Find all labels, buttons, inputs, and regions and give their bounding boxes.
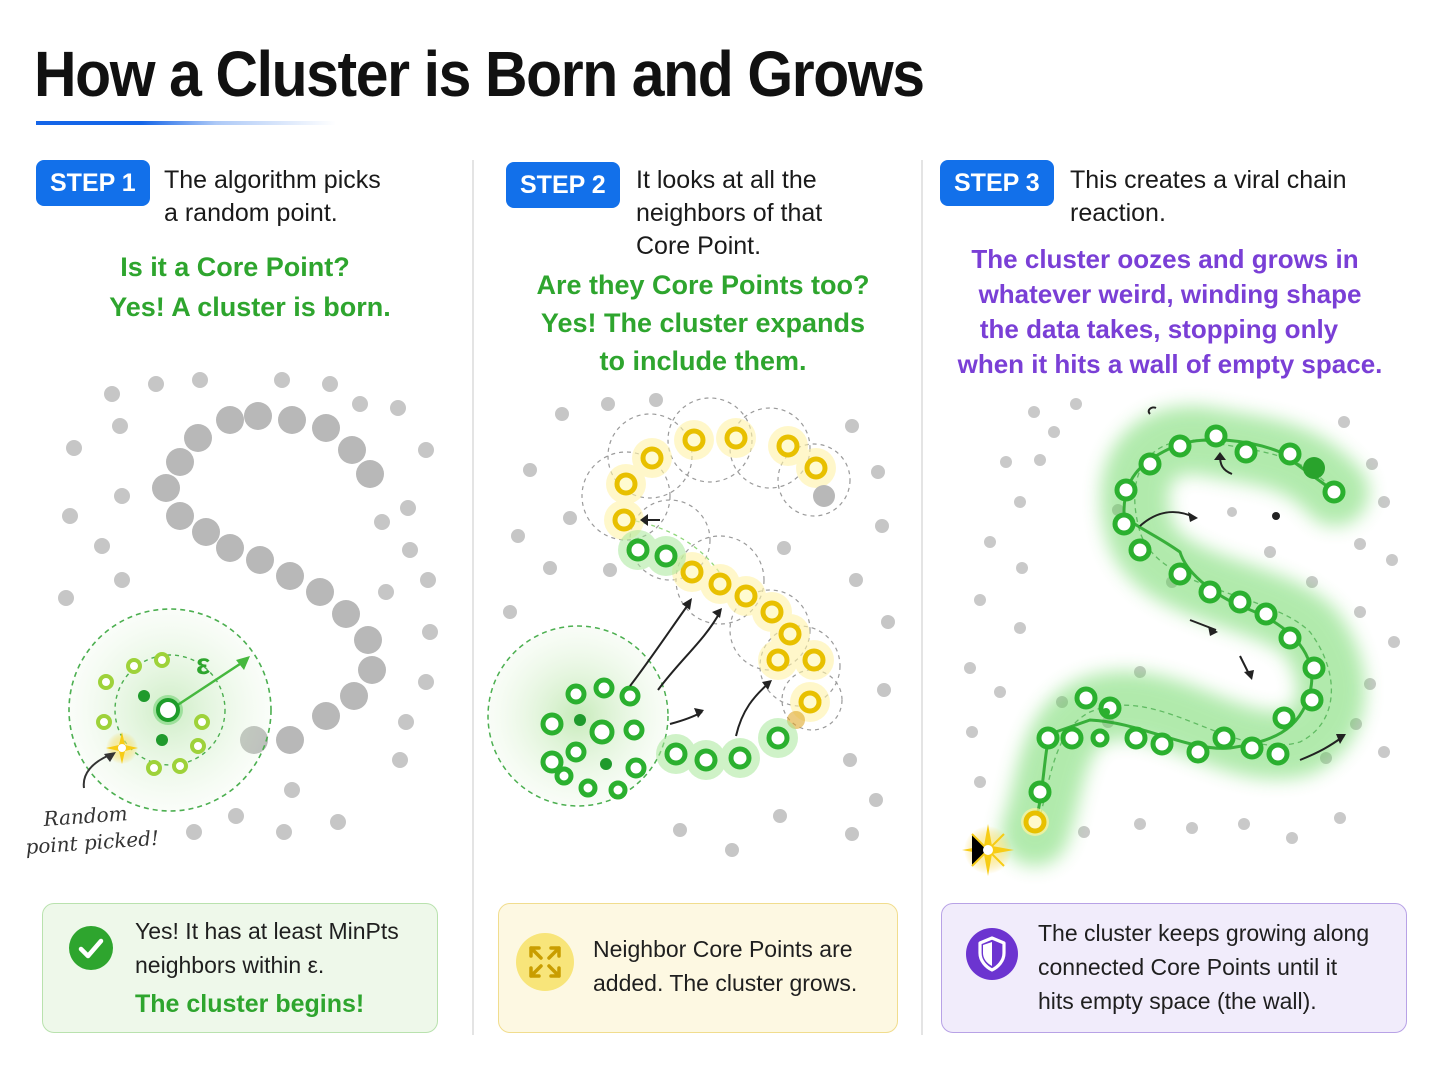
summary-line: Neighbor Core Points are bbox=[593, 936, 853, 962]
step-2-description-line: neighbors of that bbox=[636, 199, 823, 227]
epsilon-label: ε bbox=[196, 648, 210, 681]
epsilon-radius-line bbox=[169, 658, 247, 712]
summary-line: Yes! It has at least MinPts bbox=[135, 918, 399, 944]
column-divider bbox=[472, 160, 474, 1035]
column-divider bbox=[921, 160, 923, 1035]
random-point-annotation: Random bbox=[42, 801, 129, 831]
step-1-description-line: The algorithm picks bbox=[164, 166, 381, 194]
noise-points bbox=[58, 372, 438, 840]
step-3-diagram bbox=[962, 398, 1400, 876]
step-3-description: This creates a viral chain reaction. bbox=[1070, 164, 1347, 230]
neighbor-point-filled bbox=[156, 734, 168, 746]
step-3-question-line: whatever weird, winding shape bbox=[978, 279, 1362, 309]
page-title: How a Cluster is Born and Grows bbox=[34, 38, 925, 110]
step-3-summary-box: The cluster keeps growing along connecte… bbox=[941, 903, 1407, 1033]
expand-arrows-icon bbox=[516, 933, 574, 991]
title-underline bbox=[36, 121, 336, 125]
step-1-summary-box: Yes! It has at least MinPts neighbors wi… bbox=[42, 903, 438, 1033]
step-3-summary-text: The cluster keeps growing along connecte… bbox=[1038, 916, 1369, 1018]
step-2-question-line: Are they Core Points too? bbox=[536, 270, 870, 300]
step-1-summary-text: Yes! It has at least MinPts neighbors wi… bbox=[135, 914, 399, 982]
start-point bbox=[1023, 810, 1047, 834]
step-1-badge: STEP 1 bbox=[36, 160, 150, 206]
summary-line: added. The cluster grows. bbox=[593, 970, 858, 996]
expanding-core-points bbox=[612, 426, 828, 714]
step-1-description-line: a random point. bbox=[164, 199, 338, 227]
step-1-question-line: Yes! A cluster is born. bbox=[109, 292, 391, 322]
step-2-description: It looks at all the neighbors of that Co… bbox=[636, 164, 822, 263]
step-1-diagram: ε Random point picked! bbox=[25, 372, 438, 859]
core-point bbox=[156, 698, 180, 722]
cluster-core-points bbox=[540, 538, 790, 800]
neighbor-points bbox=[96, 652, 210, 776]
step-2-question-line: to include them. bbox=[599, 346, 807, 376]
shield-icon bbox=[966, 928, 1018, 980]
end-point bbox=[1303, 457, 1325, 479]
neighbor-point-filled bbox=[138, 690, 150, 702]
summary-line: hits empty space (the wall). bbox=[1038, 988, 1317, 1014]
step-1-question: Is it a Core Point? Yes! A cluster is bo… bbox=[60, 248, 440, 326]
step-3-question-line: the data takes, stopping only bbox=[979, 314, 1339, 344]
step-1-summary-emphasis: The cluster begins! bbox=[135, 990, 365, 1018]
step-2-badge: STEP 2 bbox=[506, 162, 620, 208]
epsilon-inner-circle bbox=[114, 654, 226, 766]
step-2-diagram bbox=[487, 393, 895, 857]
step-2-summary-text: Neighbor Core Points are added. The clus… bbox=[593, 932, 857, 1000]
step-2-question-line: Yes! The cluster expands bbox=[540, 308, 866, 338]
check-circle-icon bbox=[69, 926, 113, 970]
step-1-question-line: Is it a Core Point? bbox=[120, 252, 350, 282]
step-3-question-line: when it hits a wall of empty space. bbox=[957, 349, 1383, 379]
step-2-summary-box: Neighbor Core Points are added. The clus… bbox=[498, 903, 898, 1033]
summary-line: connected Core Points until it bbox=[1038, 954, 1338, 980]
summary-line: neighbors within ε. bbox=[135, 952, 325, 978]
summary-line: The cluster keeps growing along bbox=[1038, 920, 1370, 946]
step-3-badge: STEP 3 bbox=[940, 160, 1054, 206]
noise-points bbox=[503, 393, 895, 857]
cluster-chain-points bbox=[1028, 424, 1346, 804]
step-1-description: The algorithm picks a random point. bbox=[164, 164, 381, 230]
start-sparkle-icon bbox=[962, 824, 1014, 876]
step-2-description-line: It looks at all the bbox=[636, 166, 817, 194]
step-3-description-line: This creates a viral chain bbox=[1070, 166, 1347, 194]
step-2-description-line: Core Point. bbox=[636, 232, 762, 260]
step-3-question-line: The cluster oozes and grows in bbox=[971, 244, 1359, 274]
random-pick-sparkle-icon bbox=[106, 732, 138, 764]
step-3-description-line: reaction. bbox=[1070, 199, 1166, 227]
step-3-question: The cluster oozes and grows in whatever … bbox=[950, 242, 1390, 382]
unvisited-s-shape bbox=[152, 402, 386, 754]
step-2-question: Are they Core Points too? Yes! The clust… bbox=[500, 266, 906, 380]
